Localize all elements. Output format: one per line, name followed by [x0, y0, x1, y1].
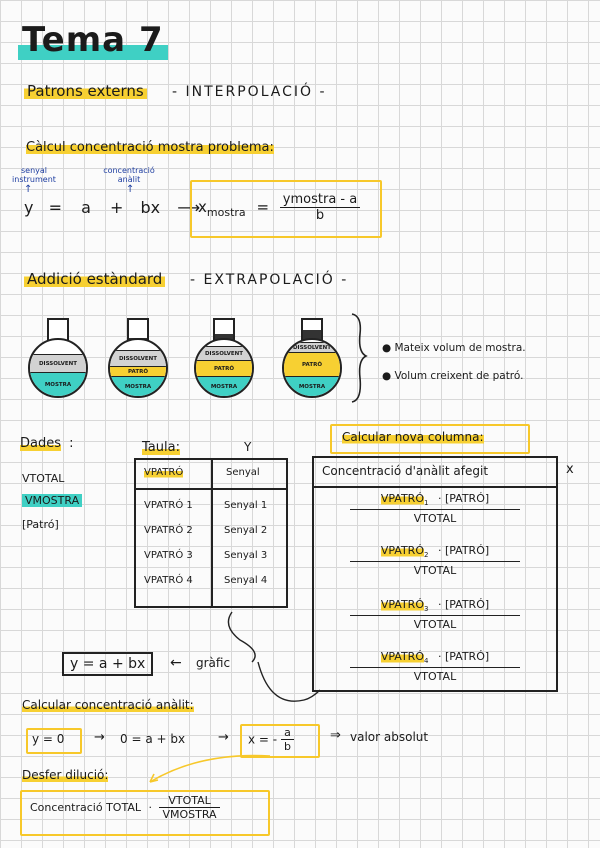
nova-col-heading: Calcular nova columna:: [342, 430, 484, 444]
formula-box-1: [190, 180, 382, 238]
flask-3: DISSOLVENT PATRÓ MOSTRA: [194, 318, 254, 398]
page-title: Tema 7: [18, 20, 168, 60]
list-item: ● Mateix volum de mostra.: [382, 342, 526, 354]
x-result-box: [240, 724, 320, 758]
flask-2: DISSOLVENT PATRÓ MOSTRA: [108, 318, 168, 398]
right-arrow-icon: ⟶: [177, 198, 201, 217]
section2-subtitle: - EXTRAPOLACIÓ -: [190, 272, 349, 288]
taula-heading: Taula:: [142, 440, 180, 455]
flask-band-mostra: MOSTRA: [196, 376, 252, 396]
nova-col-row: VPATRÓ4 · [PATRÓ] VTOTAL: [350, 650, 520, 683]
xmostra-formula: xmostra = ymostra - a b: [198, 192, 361, 223]
nova-col-heading-box: [330, 424, 530, 454]
flask-1: DISSOLVENT MOSTRA: [28, 318, 88, 398]
taula-table: VPATRÓ Senyal VPATRÓ 1 Senyal 1 VPATRÓ 2…: [134, 458, 288, 608]
flask-band-dissolvent: DISSOLVENT: [110, 350, 166, 367]
up-arrow-icon: ↑: [24, 184, 33, 195]
graph-equation-box: y = a + bx: [62, 652, 154, 676]
taula-y-label: Y: [244, 440, 252, 454]
dades-item: VTOTAL: [22, 472, 65, 485]
yellow-curve-arrow-icon: [149, 754, 271, 783]
right-arrow-icon: →: [94, 730, 105, 745]
flask-band-dissolvent: DISSOLVENT: [284, 342, 340, 353]
eq0-text: 0 = a + bx: [120, 732, 186, 746]
nova-col-title: Concentració d'anàlit afegit: [322, 464, 489, 478]
nova-col-header-rule: [314, 486, 556, 488]
curve-connector: [227, 611, 256, 663]
nova-col-row: VPATRÓ3 · [PATRÓ] VTOTAL: [350, 598, 520, 631]
right-arrow-icon: →: [218, 730, 229, 745]
dades-item: VMOSTRA: [22, 494, 83, 507]
flask-band-mostra: MOSTRA: [110, 376, 166, 396]
nova-col-table: Concentració d'anàlit afegit VPATRÓ1 · […: [312, 456, 558, 692]
flask-4: DISSOLVENT PATRÓ MOSTRA: [282, 318, 342, 398]
nova-col-row: VPATRÓ2 · [PATRÓ] VTOTAL: [350, 544, 520, 577]
left-arrow-icon: ←: [170, 655, 182, 671]
flask-band-patro: PATRÓ: [284, 352, 340, 377]
desfer-formula: Concentració TOTAL · VTOTAL VMOSTRA: [30, 794, 220, 821]
calc2-heading: Calcular concentració anàlit:: [22, 698, 194, 712]
y0-text: y = 0: [32, 732, 65, 746]
list-item: ● Volum creixent de patró.: [382, 370, 524, 382]
flask-band-mostra: MOSTRA: [30, 372, 86, 396]
up-arrow-icon: ↑: [126, 184, 135, 195]
graph-label: gràfic: [196, 656, 231, 670]
taula-header-rule: [136, 488, 286, 490]
conc-label: concentració anàlit: [103, 166, 155, 184]
linear-equation: y = a + bx ⟶: [24, 198, 201, 217]
abs-value-text: valor absolut: [350, 730, 429, 744]
taula-col-divider: [211, 460, 213, 606]
nova-col-row: VPATRÓ1 · [PATRÓ] VTOTAL: [350, 492, 520, 525]
desfer-box: [20, 790, 270, 836]
flask-band-dissolvent: DISSOLVENT: [196, 346, 252, 361]
section1-subtitle: - INTERPOLACIÓ -: [172, 84, 327, 100]
dades-item: [Patró]: [22, 518, 59, 531]
signal-label: senyal instrument: [12, 166, 56, 184]
y0-box: [26, 728, 82, 754]
x-result: x = - a b: [248, 726, 294, 753]
flask-band-patro: PATRÓ: [110, 366, 166, 377]
section1-heading: Patrons externs: [24, 82, 147, 100]
nova-col-x-label: x: [566, 462, 574, 477]
flask-band-patro: PATRÓ: [196, 360, 252, 377]
curve-connector: [257, 661, 321, 702]
bullet-list: ● Mateix volum de mostra. ● Volum creixe…: [382, 334, 526, 390]
implies-arrow-icon: ⇒: [330, 728, 341, 743]
desfer-heading: Desfer dilució:: [22, 768, 109, 782]
brace-icon: [351, 313, 368, 403]
flask-band-dissolvent: DISSOLVENT: [30, 354, 86, 373]
dades-heading: Dades :: [20, 436, 74, 451]
flask-band-mostra: MOSTRA: [284, 376, 340, 396]
calc1-heading: Càlcul concentració mostra problema:: [26, 140, 274, 155]
section2-heading: Addició estàndard: [24, 270, 166, 288]
